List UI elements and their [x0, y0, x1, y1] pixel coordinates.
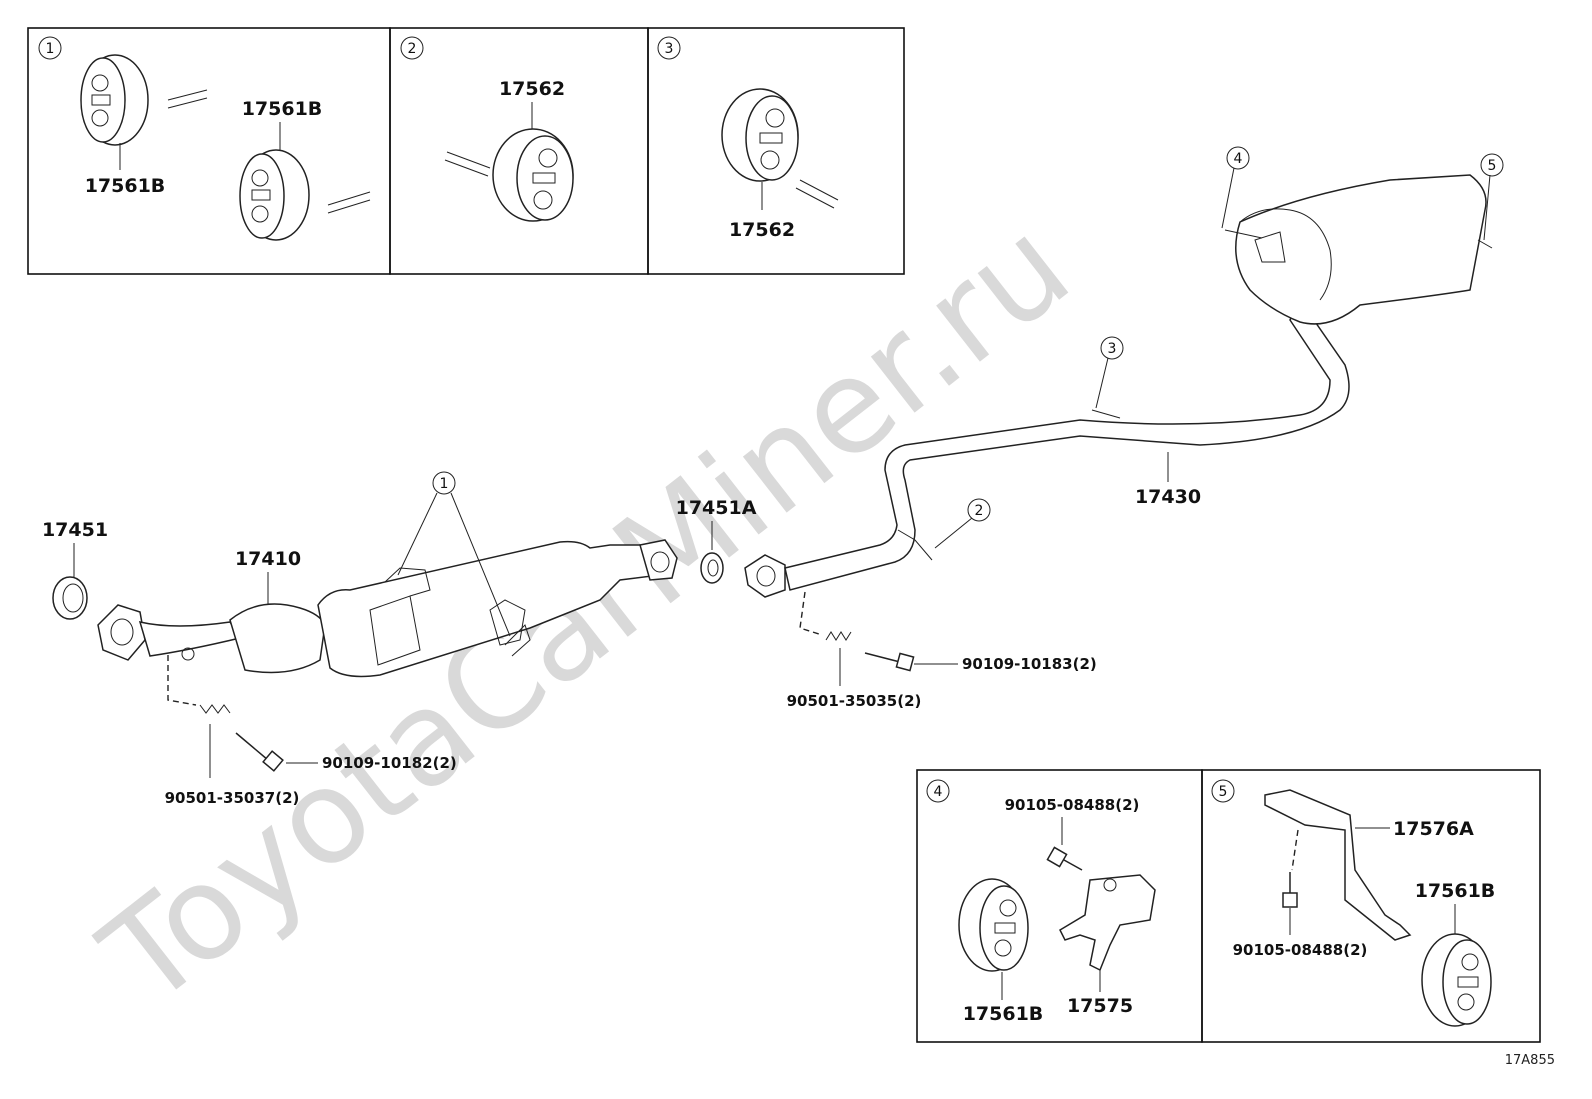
bracket-icon — [1059, 874, 1156, 972]
part-label: 17562 — [729, 219, 795, 241]
detail-box-4: 4 90105-08488(2) 17561B 17575 — [916, 769, 1203, 1043]
detail-box-2-marker: 2 — [408, 41, 417, 57]
detail-box-1-marker: 1 — [46, 41, 55, 57]
callout-4: 4 — [1234, 151, 1243, 167]
watermark: ToyotaCarMiner.ru — [75, 190, 1097, 1035]
callout-5: 5 — [1488, 158, 1497, 174]
hanger-rubber-icon — [958, 878, 1029, 972]
bolt-icon — [1046, 846, 1083, 871]
spring-center-icon — [825, 631, 852, 641]
detail-box-5: 5 17576A 90105-08488(2) 17561B — [1201, 769, 1541, 1043]
part-label: 17562 — [499, 78, 565, 100]
part-label: 17575 — [1067, 995, 1133, 1017]
detail-box-3: 3 17562 — [647, 27, 905, 275]
part-label-gasket-front: 17451 — [42, 519, 108, 541]
hanger-rubber-icon — [239, 149, 310, 241]
hanger-rubber-icon — [1421, 933, 1492, 1027]
bolt-center-icon — [864, 652, 915, 672]
part-label-bolt-center: 90109-10183(2) — [962, 655, 1097, 673]
callout-2: 2 — [975, 503, 984, 519]
detail-box-5-marker: 5 — [1219, 784, 1228, 800]
part-label: 17576A — [1393, 818, 1474, 840]
hanger-rubber-icon — [721, 88, 799, 182]
part-label: 17561B — [242, 98, 323, 120]
bolt-icon — [1282, 872, 1298, 908]
part-label: 90105-08488(2) — [1005, 796, 1140, 814]
part-label-gasket-center: 17451A — [676, 497, 757, 519]
part-label-spring-front: 90501-35037(2) — [165, 789, 300, 807]
detail-box-3-marker: 3 — [665, 41, 674, 57]
tail-pipe-muffler — [744, 174, 1493, 598]
detail-box-2: 2 17562 — [389, 27, 649, 275]
callout-1: 1 — [440, 476, 449, 492]
detail-box-4-marker: 4 — [934, 784, 943, 800]
callout-3: 3 — [1108, 341, 1117, 357]
gasket-ring-icon — [52, 576, 88, 620]
spring-front-icon — [199, 704, 231, 714]
bracket-icon — [1264, 789, 1412, 941]
detail-box-1: 1 17561B 17561B — [27, 27, 391, 275]
front-pipe-converter — [97, 539, 678, 678]
part-label: 17561B — [1415, 880, 1496, 902]
hanger-rubber-icon — [80, 54, 149, 146]
part-label-bolt-front: 90109-10182(2) — [322, 754, 457, 772]
part-label-tail-pipe: 17430 — [1135, 486, 1201, 508]
hanger-rubber-icon — [492, 128, 574, 222]
part-label: 17561B — [963, 1003, 1044, 1025]
part-label: 90105-08488(2) — [1233, 941, 1368, 959]
part-label-spring-center: 90501-35035(2) — [787, 692, 922, 710]
part-label-front-pipe: 17410 — [235, 548, 301, 570]
diagram-code: 17A855 — [1505, 1053, 1555, 1068]
part-label: 17561B — [85, 175, 166, 197]
gasket-ring-icon — [700, 552, 724, 584]
bolt-front-icon — [235, 732, 284, 772]
